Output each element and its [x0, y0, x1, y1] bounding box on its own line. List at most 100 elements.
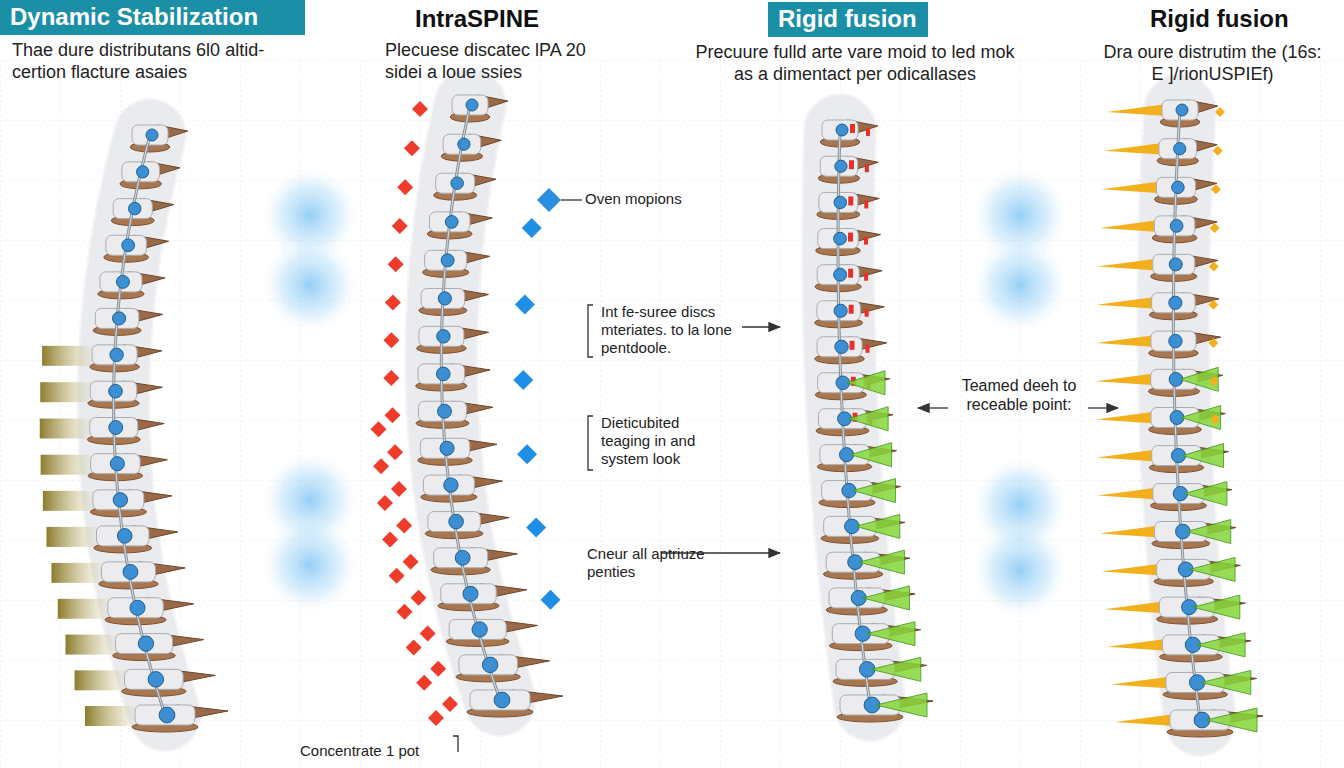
- yellow-spike: [1097, 297, 1157, 309]
- red-mark: [848, 196, 853, 205]
- diamond-marker: [537, 188, 561, 212]
- red-diamond: [383, 332, 399, 348]
- text-label: Cneur all aptriuze penties: [587, 545, 707, 581]
- blue-bead: [1174, 143, 1186, 155]
- blue-bead: [109, 384, 123, 398]
- vertebra-body: [434, 548, 488, 568]
- blue-bead: [438, 292, 451, 305]
- green-cone: [1201, 670, 1251, 694]
- blue-bead: [436, 367, 450, 381]
- blue-bead: [441, 254, 454, 267]
- text-label: Int fe-suree discs mteriates. to la lone…: [601, 303, 746, 357]
- text-label: Precuure fulld arte vare moid to led mok…: [690, 42, 1020, 85]
- green-cone: [1184, 482, 1226, 506]
- red-mark: [865, 164, 869, 172]
- blue-diamond: [515, 294, 535, 314]
- leader-line: [561, 199, 582, 200]
- vertebra-body: [108, 598, 164, 618]
- green-cone: [856, 514, 900, 538]
- blue-bead: [113, 312, 126, 325]
- blue-bead: [110, 348, 123, 361]
- bracket: [588, 305, 593, 357]
- red-diamond: [396, 518, 412, 534]
- blue-bead: [117, 529, 132, 544]
- yellow-spike: [1104, 601, 1164, 613]
- vertebra-body: [125, 669, 184, 689]
- red-diamond: [403, 554, 419, 570]
- glow: [260, 515, 360, 615]
- vertebra-body: [115, 634, 172, 654]
- header-box: Dynamic Stabilization: [0, 0, 305, 35]
- blue-bead: [122, 239, 135, 252]
- yellow-spike: [1096, 373, 1156, 385]
- blue-bead: [494, 692, 510, 708]
- blue-bead: [1176, 104, 1188, 116]
- yellow-spike: [1096, 335, 1156, 347]
- vertebra-body: [135, 705, 195, 725]
- arrow-line: [742, 326, 780, 327]
- green-cone: [876, 693, 927, 717]
- red-diamond: [428, 710, 444, 726]
- red-diamond: [383, 370, 399, 386]
- blue-diamond: [513, 370, 533, 390]
- green-cone: [851, 443, 892, 467]
- yellow-spike: [1099, 220, 1159, 232]
- vertebra-body: [96, 526, 149, 546]
- vertebra-body: [418, 364, 465, 384]
- red-diamond: [385, 407, 401, 423]
- green-cone: [1181, 406, 1221, 430]
- glow: [970, 235, 1070, 335]
- olive-marker: [85, 706, 140, 726]
- blue-bead: [1172, 181, 1184, 193]
- red-diamond: [396, 604, 412, 620]
- vertebra-body: [132, 125, 168, 145]
- red-diamond: [420, 625, 436, 641]
- olive-marker: [75, 670, 130, 690]
- blue-bead: [437, 330, 450, 343]
- olive-marker: [51, 563, 106, 583]
- blue-bead: [1169, 258, 1182, 271]
- vertebra-body: [93, 490, 144, 510]
- blue-bead: [466, 99, 478, 111]
- red-diamond: [373, 458, 389, 474]
- vertebra-body: [91, 454, 141, 474]
- callout-lines: [453, 188, 1118, 752]
- blue-bead: [834, 268, 847, 281]
- red-mark: [849, 305, 854, 314]
- blue-bead: [458, 138, 470, 150]
- yellow-dot: [1208, 338, 1218, 348]
- yellow-spike: [1101, 181, 1161, 193]
- olive-marker: [43, 491, 98, 511]
- yellow-spike: [1107, 639, 1167, 651]
- yellow-spike: [1102, 563, 1162, 575]
- blue-bead: [472, 622, 487, 637]
- bracket: [588, 416, 593, 470]
- red-mark: [866, 345, 870, 353]
- column-heading: IntraSPINE: [415, 5, 539, 34]
- green-cone: [849, 407, 889, 431]
- yellow-spike: [1100, 526, 1160, 538]
- blue-bead: [130, 600, 145, 615]
- blue-bead: [148, 672, 164, 688]
- blue-bead: [137, 166, 149, 178]
- yellow-dot: [1211, 184, 1221, 194]
- glow: [260, 235, 360, 335]
- text-label: Dra oure distrutim the (16s: E ]/rionUSP…: [1095, 42, 1330, 85]
- blue-bead: [123, 564, 138, 579]
- blue-glows: [260, 165, 1070, 620]
- red-mark: [850, 341, 855, 350]
- blue-bead: [455, 550, 470, 565]
- text-label: Thae dure distributans 6l0 altid- certio…: [12, 40, 312, 83]
- blue-bead: [109, 421, 123, 435]
- red-mark: [850, 124, 855, 133]
- yellow-spike: [1098, 258, 1158, 270]
- red-diamond: [377, 495, 393, 511]
- blue-bead: [463, 586, 478, 601]
- green-cone: [863, 586, 910, 610]
- vertebra-body: [419, 401, 467, 421]
- yellow-dot: [1209, 261, 1219, 271]
- red-mark: [848, 233, 853, 242]
- text-label: Concentrate 1 pot: [300, 742, 419, 760]
- vertebra-body: [459, 655, 518, 675]
- spinal-rod: [441, 105, 500, 700]
